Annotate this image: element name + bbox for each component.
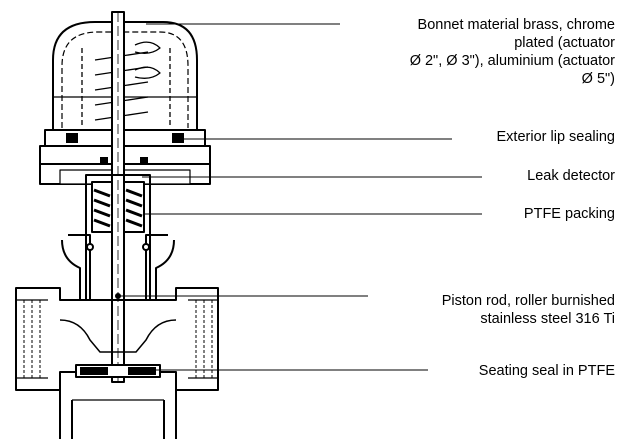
- valve-neck: [61, 234, 175, 300]
- label-exterior-lip-sealing: Exterior lip sealing: [496, 129, 615, 145]
- lip-seal-marks: [66, 133, 184, 165]
- label-ptfe-packing: PTFE packing: [523, 206, 615, 222]
- label-bonnet-material: Bonnet material brass, chrome plated (ac…: [409, 17, 615, 87]
- ptfe-packing: [85, 174, 151, 301]
- bonnet-housing: [39, 21, 211, 185]
- valve-outlet: [59, 390, 177, 439]
- label-leak-detector: Leak detector: [527, 168, 615, 184]
- actuator-springs: [81, 41, 171, 125]
- seating-seal: [75, 364, 161, 378]
- label-piston-rod: Piston rod, roller burnished stainless s…: [441, 293, 615, 327]
- label-seating-seal: Seating seal in PTFE: [478, 363, 615, 379]
- piston-rod: [111, 11, 125, 383]
